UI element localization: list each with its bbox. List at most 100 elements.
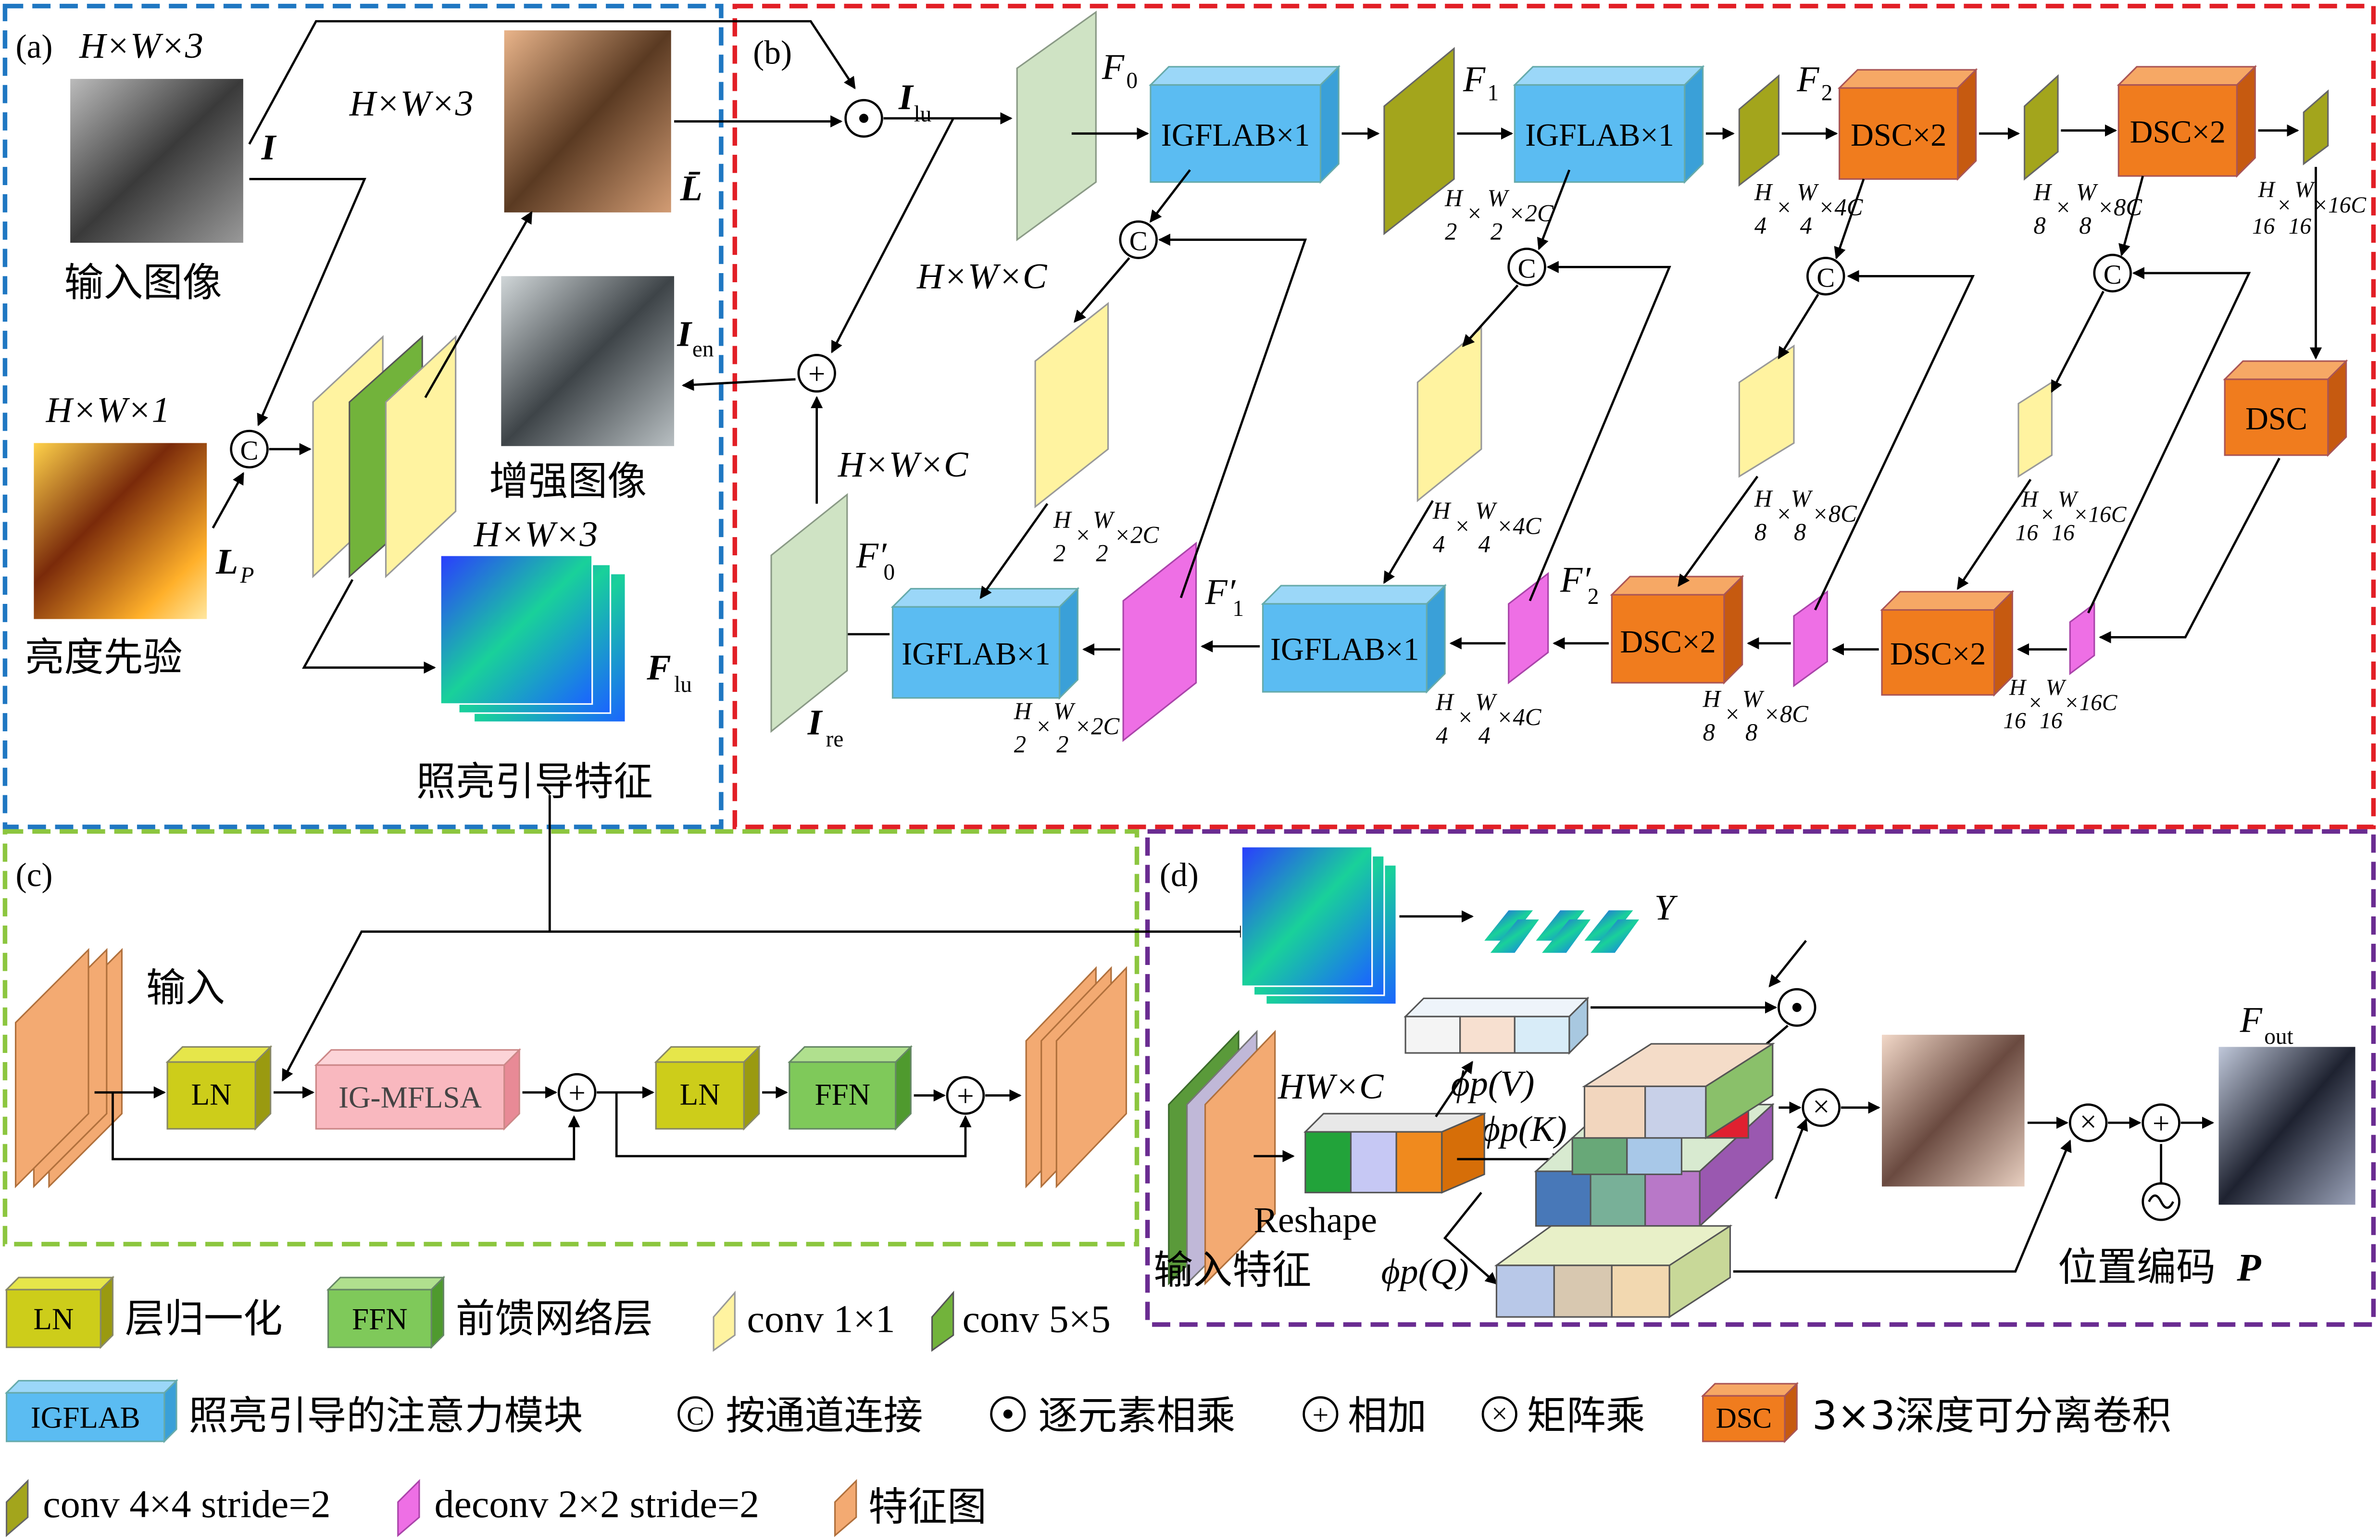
arrow-concat4-to-yellow	[2051, 290, 2104, 393]
svg-text:×: ×	[1776, 501, 1792, 527]
f1-sub: 1	[1488, 80, 1499, 105]
svg-text:×: ×	[1457, 703, 1473, 730]
ilu-sub: lu	[914, 101, 932, 126]
input-dim: H×W×3	[79, 26, 203, 66]
concat-node-b4-label: C	[2104, 260, 2122, 290]
input-feat-label: 输入特征	[1153, 1248, 1311, 1293]
igflab-dec-1-label: IGFLAB×1	[902, 637, 1051, 672]
f1p-sheet	[1122, 541, 1197, 742]
f1-dim: H2 × W2 ×2C	[1444, 185, 1554, 245]
phi-v-label: ϕp(V)	[1451, 1064, 1535, 1103]
concat-node-b2	[1507, 248, 1546, 287]
svg-text:8: 8	[1745, 719, 1757, 746]
legend-dot-text: 逐元素相乘	[1038, 1393, 1235, 1439]
f2-label: F	[1796, 59, 1819, 99]
legend-matmul-icon	[1481, 1396, 1517, 1432]
panel-c-outline	[2, 829, 1140, 1247]
concat-node-a-label: C	[240, 436, 259, 466]
legend-ln-chip-label: LN	[33, 1302, 74, 1336]
dsc-enc-2-label: DSC×2	[2130, 115, 2226, 150]
f2p-label: F′	[1560, 560, 1591, 600]
arrow-y-to-mul	[1768, 940, 1807, 988]
mul-node-b-dot	[859, 113, 868, 123]
svg-text:×: ×	[1454, 513, 1470, 539]
svg-text:2: 2	[1056, 731, 1068, 758]
legend-igflab-chip: IGFLAB	[4, 1378, 178, 1443]
igflab-dec-2-label: IGFLAB×1	[1270, 632, 1419, 667]
att-cubes	[1582, 1042, 1776, 1139]
svg-text:H: H	[1432, 497, 1452, 524]
svg-text:W: W	[1475, 497, 1497, 524]
flu-caption: 照亮引导特征	[416, 759, 653, 805]
arrow-plus-to-enhanced	[681, 378, 796, 391]
svg-text:16: 16	[2289, 214, 2312, 239]
svg-text:×8C: ×8C	[1764, 701, 1809, 727]
arrow-igflab1-to-concat1	[1150, 169, 1191, 223]
arrow-dsc1-to-concat3	[1834, 178, 1865, 260]
ffn-block: FFN	[788, 1045, 913, 1131]
flu-symbol: F	[646, 648, 671, 688]
ln-2: LN	[654, 1045, 761, 1131]
svg-text:×: ×	[2276, 193, 2292, 218]
svg-text:W: W	[1093, 506, 1115, 533]
pos-enc-symbol: P	[2236, 1245, 2261, 1289]
dsc-enc-1-label: DSC×2	[1851, 118, 1946, 153]
legend-deconv-swatch	[397, 1479, 420, 1537]
prior-symbol: L	[215, 542, 238, 582]
concat-node-b4	[2093, 253, 2132, 293]
panel-c-label: (c)	[16, 857, 53, 894]
legend-dsc-chip-label: DSC	[1716, 1402, 1772, 1434]
igflab-dec-1: IGFLAB×1	[890, 587, 1080, 700]
conv1-sheet-2	[385, 335, 457, 578]
svg-text:8: 8	[1703, 719, 1715, 746]
arrow-igflab2-to-concat2	[1537, 169, 1571, 250]
dec2-dim: H4 × W4 ×4C	[1435, 689, 1542, 749]
arrow-input-to-concat	[249, 178, 366, 426]
enhanced-image	[501, 276, 675, 446]
svg-text:16: 16	[2003, 709, 2026, 734]
panel-d-outline	[1145, 829, 2376, 1327]
arrow-pink3-to-concat3	[1814, 270, 1975, 611]
arrow-concat2-to-yellow	[1462, 284, 1519, 347]
arrow-yellow1-to-decblock	[979, 503, 1049, 599]
f0p-sub: 0	[884, 560, 895, 585]
olive3-dim: H8 × W8 ×8C	[2033, 179, 2143, 239]
legend-igflab-text: 照亮引导的注意力模块	[188, 1393, 583, 1439]
svg-text:2: 2	[1491, 218, 1503, 245]
legend-matmul-icon-label: ×	[1491, 1398, 1508, 1429]
input-caption: 输入图像	[64, 260, 222, 305]
svg-text:4: 4	[1436, 722, 1448, 749]
matmul-node-d2-label: ×	[2079, 1105, 2097, 1139]
f0-sheet	[1016, 11, 1097, 241]
arrow-skip2	[615, 1092, 972, 1157]
legend-conv4-swatch	[6, 1479, 29, 1537]
arrow-f2p-to-concat2	[1528, 261, 1671, 601]
flu-sub: lu	[674, 672, 692, 697]
dsc-bottleneck-label: DSC	[2245, 401, 2307, 437]
hwc-label: HW×C	[1278, 1067, 1384, 1107]
svg-text:W: W	[2046, 675, 2067, 700]
pink-sheet-4	[2069, 602, 2095, 676]
svg-text:×: ×	[2055, 194, 2071, 221]
svg-text:8: 8	[2079, 212, 2091, 239]
prior-caption: 亮度先验	[25, 635, 182, 680]
concat-node-b1-label: C	[1129, 226, 1148, 257]
svg-text:H: H	[2258, 177, 2276, 202]
yellow-b4-dim: H16 × W16 ×16C	[2016, 487, 2127, 545]
svg-text:8: 8	[2034, 212, 2046, 239]
svg-text:2: 2	[1053, 540, 1065, 567]
legend-conv1-swatch	[713, 1290, 736, 1352]
f0-dim: H×W×C	[916, 257, 1048, 297]
panel-a-label: (a)	[16, 28, 53, 65]
pos-enc-wave	[2148, 1194, 2174, 1209]
y-label: Y	[1654, 888, 1678, 927]
legend-featmap-text: 特征图	[868, 1484, 987, 1530]
svg-text:×: ×	[1035, 713, 1052, 739]
dsc-bottleneck: DSC	[2223, 359, 2348, 457]
ln-1: LN	[165, 1045, 273, 1131]
flu-stack-1	[439, 554, 593, 705]
lbar-symbol: L̄	[680, 169, 702, 209]
legend-concat-text: 按通道连接	[726, 1393, 923, 1439]
olive-sheet-4	[2303, 89, 2329, 165]
concat-node-b1	[1119, 220, 1158, 259]
